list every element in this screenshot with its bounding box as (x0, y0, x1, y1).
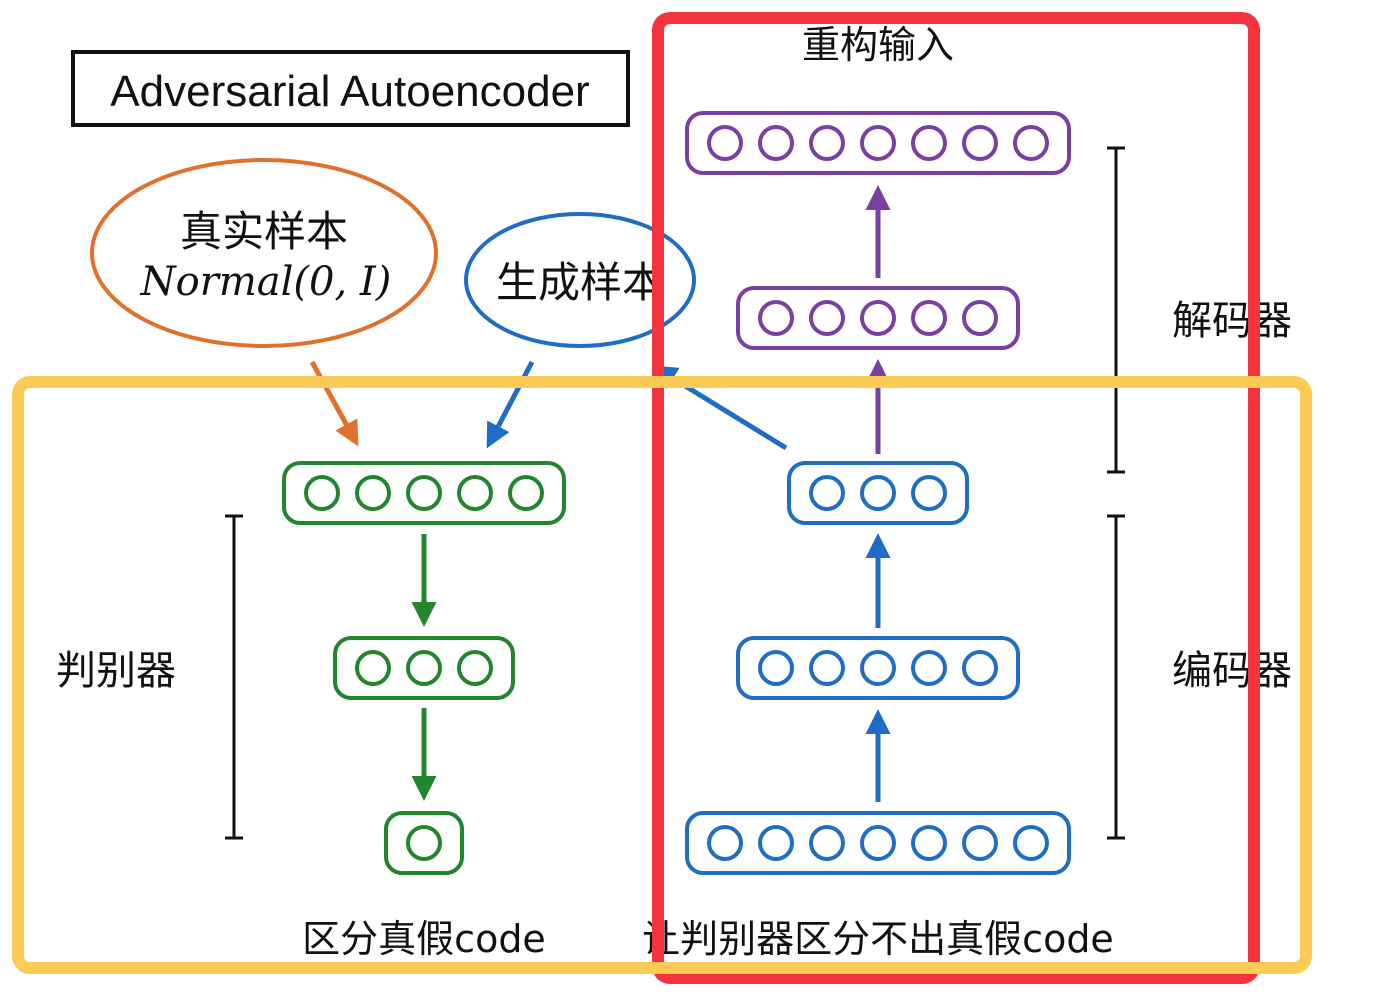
encoder-label: 编码器 (1172, 648, 1292, 694)
node-decoder-output (962, 125, 998, 161)
discriminator-caption: 区分真假code (302, 917, 546, 961)
node-disc-input (508, 475, 544, 511)
layer-decoder-hidden (736, 286, 1020, 350)
yellow-frame (12, 376, 1312, 974)
node-decoder-output (911, 125, 947, 161)
node-disc-hidden (457, 650, 493, 686)
node-encoder-input (809, 825, 845, 861)
layer-disc-output (384, 811, 464, 875)
layer-code (787, 461, 969, 525)
network-layers (282, 111, 1071, 875)
node-encoder-input (707, 825, 743, 861)
discriminator-label: 判别器 (56, 648, 176, 694)
node-encoder-hidden (758, 650, 794, 686)
node-encoder-hidden (911, 650, 947, 686)
node-decoder-hidden (758, 300, 794, 336)
node-encoder-hidden (809, 650, 845, 686)
node-disc-hidden (406, 650, 442, 686)
node-decoder-hidden (962, 300, 998, 336)
node-encoder-hidden (962, 650, 998, 686)
node-disc-input (355, 475, 391, 511)
real-sample-formula: Normal(0, I) (140, 259, 392, 305)
encoder-bracket (1107, 514, 1125, 840)
layer-disc-input (282, 461, 566, 525)
red-frame (652, 12, 1260, 984)
encoder-caption: 让判别器区分不出真假code (642, 917, 1114, 961)
layer-encoder-hidden (736, 636, 1020, 700)
node-decoder-output (860, 125, 896, 161)
generated-sample-ellipse (464, 212, 696, 348)
node-decoder-hidden (860, 300, 896, 336)
decoder-label: 解码器 (1172, 298, 1292, 344)
real-sample-ellipse (90, 158, 438, 348)
node-decoder-hidden (911, 300, 947, 336)
node-decoder-output (1013, 125, 1049, 161)
node-encoder-input (758, 825, 794, 861)
decoder-bracket (1107, 146, 1125, 474)
discriminator-bracket (225, 514, 243, 840)
real-sample-label: 真实样本 (180, 207, 348, 256)
layer-disc-hidden (333, 636, 515, 700)
node-disc-hidden (355, 650, 391, 686)
node-decoder-output (809, 125, 845, 161)
node-disc-input (406, 475, 442, 511)
node-encoder-input (1013, 825, 1049, 861)
node-disc-input (304, 475, 340, 511)
node-encoder-input (911, 825, 947, 861)
node-disc-output (406, 825, 442, 861)
node-encoder-input (962, 825, 998, 861)
node-decoder-output (758, 125, 794, 161)
title-box (71, 50, 630, 127)
arrow-generated-to-disc (486, 360, 535, 449)
node-encoder-input (860, 825, 896, 861)
node-code (809, 475, 845, 511)
node-decoder-output (707, 125, 743, 161)
node-code (911, 475, 947, 511)
node-decoder-hidden (809, 300, 845, 336)
node-code (860, 475, 896, 511)
layer-decoder-output (685, 111, 1071, 175)
layer-encoder-input (685, 811, 1071, 875)
node-disc-input (457, 475, 493, 511)
generated-sample-label: 生成样本 (496, 258, 664, 307)
title: Adversarial Autoencoder (110, 67, 589, 116)
reconstruct-label: 重构输入 (802, 23, 954, 67)
arrow-real-to-disc (309, 360, 359, 447)
node-encoder-hidden (860, 650, 896, 686)
